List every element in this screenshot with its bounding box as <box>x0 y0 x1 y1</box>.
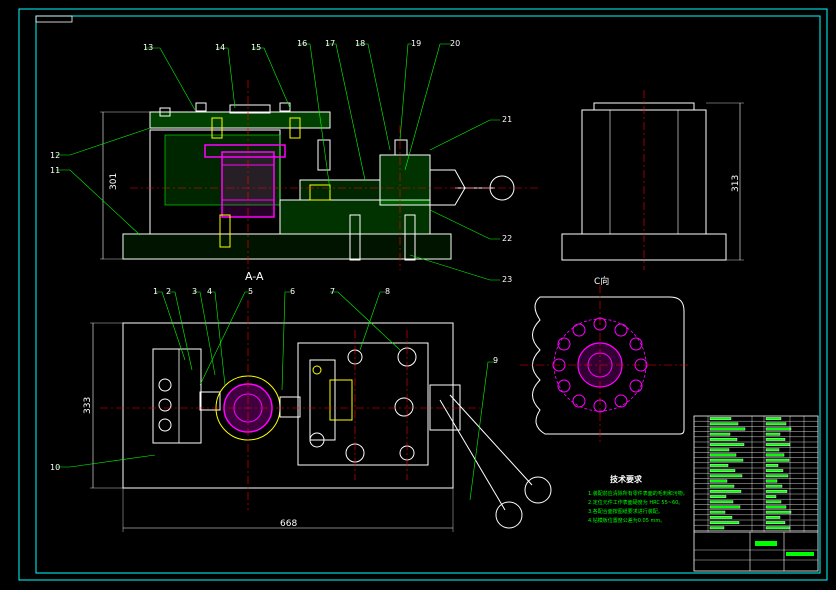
bom-row-material <box>765 443 791 446</box>
side-view: 313 <box>561 90 744 270</box>
svg-text:23: 23 <box>502 275 512 284</box>
bom-row-text <box>709 526 725 530</box>
svg-text:16: 16 <box>297 39 307 48</box>
svg-text:1: 1 <box>153 287 158 296</box>
front-callout-labels: 13 14 15 16 17 18 19 20 12 11 21 22 23 <box>50 39 512 284</box>
svg-text:技术要求: 技术要求 <box>610 474 643 484</box>
svg-text:1.装配前应清除所有零件表面的毛刺和污物。: 1.装配前应清除所有零件表面的毛刺和污物。 <box>588 490 688 497</box>
title-block <box>693 415 819 572</box>
front-height-dim: 301 <box>109 173 119 190</box>
tech-requirements: 技术要求 1.装配前应清除所有零件表面的毛刺和污物。 2.定位元件工作表面硬度为… <box>588 474 688 524</box>
bom-row-material <box>765 464 779 467</box>
bom-row-material <box>765 474 789 478</box>
svg-text:8: 8 <box>385 287 390 296</box>
bom-row-text <box>709 443 745 446</box>
svg-text:17: 17 <box>325 39 335 48</box>
view-c-label: C向 <box>594 275 609 287</box>
svg-text:11: 11 <box>50 166 60 175</box>
svg-text:5: 5 <box>248 287 253 296</box>
bom-row-material <box>765 484 783 488</box>
bom-row-material <box>765 417 782 420</box>
bom-row-text <box>709 505 741 509</box>
inner-frame <box>35 15 821 574</box>
svg-text:21: 21 <box>502 115 512 124</box>
svg-text:4: 4 <box>207 287 212 296</box>
bom-row-material <box>765 432 781 436</box>
plan-callout-labels: 1 2 3 4 5 6 7 8 10 9 <box>50 287 498 472</box>
svg-text:20: 20 <box>450 39 460 48</box>
bom-row-material <box>765 526 791 530</box>
bom-row-text <box>709 510 726 514</box>
bom-row-material <box>765 500 782 504</box>
bom-row-material <box>765 448 780 452</box>
bom-row-text <box>709 438 738 441</box>
bom-row-text <box>709 516 733 519</box>
svg-text:14: 14 <box>215 43 225 52</box>
svg-text:18: 18 <box>355 39 365 48</box>
plan-view: 333 668 <box>83 300 552 532</box>
bom-row-text <box>709 432 731 436</box>
bom-row-text <box>709 495 727 498</box>
svg-text:7: 7 <box>330 287 335 296</box>
front-view: 301 <box>100 80 540 270</box>
bom-row-text <box>709 479 728 483</box>
bom-row-text <box>709 417 732 420</box>
corner-box <box>35 15 73 23</box>
front-leaders <box>56 43 500 281</box>
plan-leaders <box>56 291 495 501</box>
bom-row-material <box>765 516 781 519</box>
bom-row-text <box>709 490 742 493</box>
svg-text:6: 6 <box>290 287 295 296</box>
bom-row-material <box>765 521 786 525</box>
svg-text:3: 3 <box>192 287 197 296</box>
bom-row-text <box>709 448 730 452</box>
bom-row-material <box>765 495 777 498</box>
bom-row-material <box>765 479 778 483</box>
plan-depth-dim: 333 <box>83 397 93 414</box>
svg-text:3.各配合面按图纸要求进行装配。: 3.各配合面按图纸要求进行装配。 <box>588 508 663 515</box>
bom-row-material <box>765 427 792 431</box>
bom-row-material <box>765 469 784 472</box>
side-height-dim: 313 <box>731 175 741 192</box>
svg-text:2.定位元件工作表面硬度为 HRC 55~60。: 2.定位元件工作表面硬度为 HRC 55~60。 <box>588 499 683 506</box>
bom-row-text <box>709 453 737 457</box>
bom-row-text <box>709 474 743 478</box>
svg-text:2: 2 <box>166 287 171 296</box>
bom-row-material <box>765 458 790 462</box>
bom-row-material <box>765 422 787 426</box>
svg-text:4.钻模板位置度公差为0.05 mm。: 4.钻模板位置度公差为0.05 mm。 <box>588 517 665 524</box>
section-label: A-A <box>245 270 264 283</box>
bom-row-material <box>765 505 787 509</box>
svg-text:13: 13 <box>143 43 153 52</box>
bom-row-text <box>709 500 734 504</box>
svg-text:12: 12 <box>50 151 60 160</box>
bom-row-text <box>709 484 735 488</box>
outer-frame <box>18 8 828 581</box>
svg-text:22: 22 <box>502 234 512 243</box>
bom-row-text <box>709 521 740 525</box>
bom-row-text <box>709 427 746 431</box>
bom-row-material <box>765 438 786 441</box>
bom-row-text <box>709 464 729 467</box>
plan-width-dim: 668 <box>280 519 297 529</box>
bom-row-text <box>709 469 736 472</box>
svg-text:19: 19 <box>411 39 421 48</box>
svg-text:10: 10 <box>50 463 60 472</box>
bom-row-material <box>765 510 792 514</box>
bom-row-text <box>709 458 744 462</box>
bom-row-text <box>709 422 739 426</box>
detail-view: C向 <box>520 275 690 445</box>
bom-row-material <box>765 490 788 493</box>
svg-text:15: 15 <box>251 43 261 52</box>
svg-text:9: 9 <box>493 356 498 365</box>
bom-row-material <box>765 453 785 457</box>
